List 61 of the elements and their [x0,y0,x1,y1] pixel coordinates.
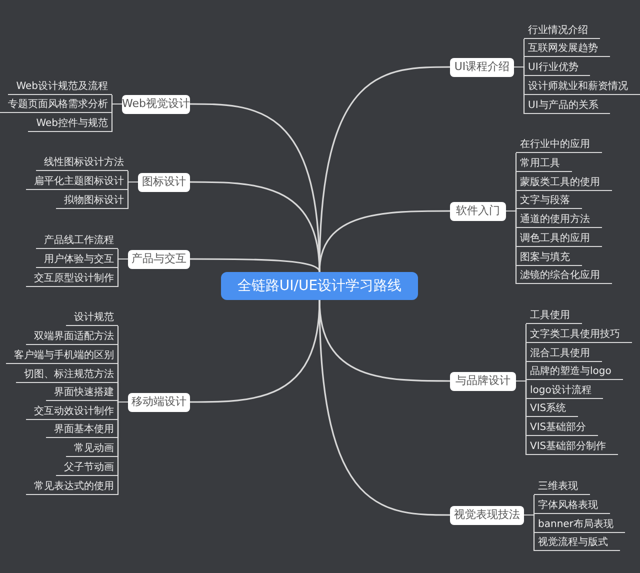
subtopic-label: 在行业中的应用 [516,136,602,153]
connector-line [516,380,527,455]
branch-topic-box: Web视觉设计 [122,94,190,114]
subtopic-label: 扁平化主题图标设计 [26,173,128,190]
subtopic-label: 字体风格表现 [534,497,610,514]
subtopic-label: banner布局表现 [534,516,626,533]
subtopic-label: 三维表现 [534,478,590,495]
subtopic-label: 客户端与手机端的区别 [6,347,118,364]
branch-topic-box: 与品牌设计 [450,372,516,390]
connector-line [190,258,320,272]
branch-topic-box: 软件入门 [450,202,506,220]
branch-topic-box: 视觉表现技法 [450,506,524,524]
connector-line [318,300,450,516]
subtopic-label: 调色工具的应用 [516,230,602,247]
branch-topic-box: 图标设计 [138,172,190,192]
subtopic-label: 设计师就业和薪资情况 [524,78,640,95]
subtopic-label: 线性图标设计方法 [36,154,128,171]
subtopic-label: 滤镜的综合化应用 [516,267,612,284]
connector-line [111,103,122,132]
subtopic-label: 文字与段落 [516,192,582,209]
subtopic-label: 常见动画 [66,440,118,457]
subtopic-label: 工具使用 [526,307,582,324]
subtopic-label: UI行业优势 [524,59,590,76]
subtopic-label: 交互原型设计制作 [26,270,118,287]
connector-line [514,66,525,114]
subtopic-label: Web控件与规范 [28,115,112,132]
subtopic-label: 品牌的塑造与logo [526,363,624,380]
subtopic-label: 常见表达式的使用 [26,478,118,495]
subtopic-label: 文字类工具使用技巧 [526,326,632,343]
subtopic-label: 常用工具 [516,155,572,172]
branch-topic-box: 移动端设计 [128,392,190,412]
subtopic-label: 设计规范 [66,309,118,326]
subtopic-label: VIS基础部分 [526,419,598,436]
root-topic-box: 全链路UI/UE设计学习路线 [221,272,418,300]
subtopic-label: UI与产品的关系 [524,97,610,114]
subtopic-label: VIS基础部分制作 [526,438,618,455]
subtopic-label: 界面基本使用 [46,421,118,438]
subtopic-label: 视觉流程与版式 [534,534,620,551]
connector-line [318,210,450,272]
subtopic-label: Web设计规范及流程 [8,78,112,95]
subtopic-label: 用户体验与交互 [36,251,118,268]
subtopic-label: 产品线工作流程 [36,232,118,249]
subtopic-label: VIS系统 [526,400,578,417]
subtopic-label: 通道的使用方法 [516,211,602,228]
connector-line [318,66,450,272]
branch-topic-box: UI课程介绍 [450,58,514,76]
subtopic-label: 界面快速搭建 [46,384,118,401]
subtopic-label: 互联网发展趋势 [524,40,610,57]
subtopic-label: logo设计流程 [526,382,604,399]
subtopic-label: 拟物图标设计 [56,192,128,209]
subtopic-label: 图案与填充 [516,249,582,266]
subtopic-label: 行业情况介绍 [524,22,600,39]
subtopic-label: 父子节动画 [56,459,118,476]
subtopic-label: 混合工具使用 [526,345,602,362]
subtopic-label: 交互动效设计制作 [26,403,118,420]
subtopic-label: 蒙版类工具的使用 [516,174,612,191]
subtopic-label: 切图、标注规范方法 [16,366,118,383]
connector-line [117,258,128,287]
subtopic-label: 双端界面适配方法 [26,328,118,345]
branch-topic-box: 产品与交互 [128,250,190,268]
subtopic-label: 专题页面风格需求分析 [0,96,112,113]
